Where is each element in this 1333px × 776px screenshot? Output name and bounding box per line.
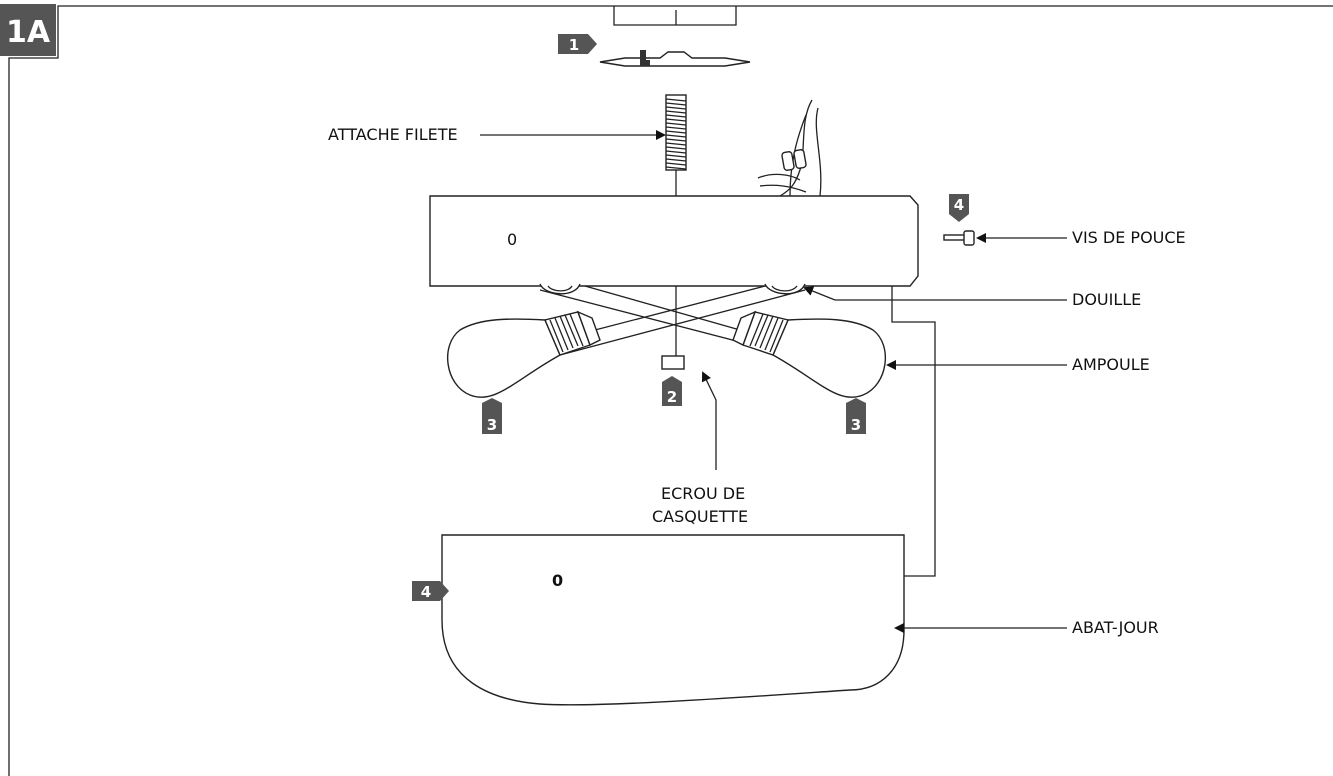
svg-text:1: 1 [569,36,579,54]
socket-left [539,283,581,295]
thread-ridge [665,98,687,102]
step-badge-3-left: 3 [482,398,502,434]
step-badge-1: 1 [558,34,597,54]
threaded-rod-label: ATTACHE FILETE [328,125,458,144]
threaded-rod [665,94,687,196]
thread-ridge [665,110,687,114]
bulb-label: AMPOULE [1072,355,1150,374]
figure-label: 1A [6,15,51,50]
thread-ridge [665,142,687,146]
shade-mark: 0 [552,571,563,590]
wire-bundle [757,99,822,197]
thumb-screw [943,230,975,246]
thread-ridge [665,102,687,106]
mounting-plate [599,50,751,67]
figure-label-badge: 1A [0,4,56,56]
cap-nut [661,355,685,370]
thread-ridge [665,166,687,170]
shade [441,534,905,706]
bulb-right [732,310,887,398]
step-badge-2: 2 [662,376,682,406]
svg-text:4: 4 [954,196,964,214]
cap-nut-label-line2: CASQUETTE [652,507,748,526]
thread-ridge [665,146,687,150]
cap-nut-label-line1: ECROU DE [661,484,745,503]
thread-ridge [665,138,687,142]
bulb-left [446,310,601,398]
thread-ridge [665,154,687,158]
thread-ridge [665,106,687,110]
assembly-guide-line [891,286,936,577]
thread-ridge [665,130,687,134]
step-badge-4-shade: 4 [412,581,449,601]
step-badge-3-right: 3 [846,398,866,434]
step-badge-4-screw: 4 [949,194,969,222]
housing-mark: 0 [507,230,517,249]
cap-nut-leader [701,371,717,470]
svg-text:3: 3 [487,416,497,434]
thread-ridge [665,114,687,118]
svg-text:3: 3 [851,416,861,434]
thread-ridge [665,118,687,122]
svg-text:4: 4 [421,583,431,601]
socket-right [764,283,806,295]
page-frame [8,5,1333,776]
thread-ridge [665,126,687,130]
svg-text:2: 2 [667,388,677,406]
ceiling-box [613,6,737,26]
thumb-screw-label: VIS DE POUCE [1072,228,1186,247]
shade-label: ABAT-JOUR [1072,618,1159,637]
thread-ridge [665,122,687,126]
thread-ridge [665,134,687,138]
housing [429,195,919,287]
thread-ridge [665,162,687,166]
socket-label: DOUILLE [1072,290,1141,309]
thread-ridge [665,158,687,162]
thread-ridge [665,150,687,154]
